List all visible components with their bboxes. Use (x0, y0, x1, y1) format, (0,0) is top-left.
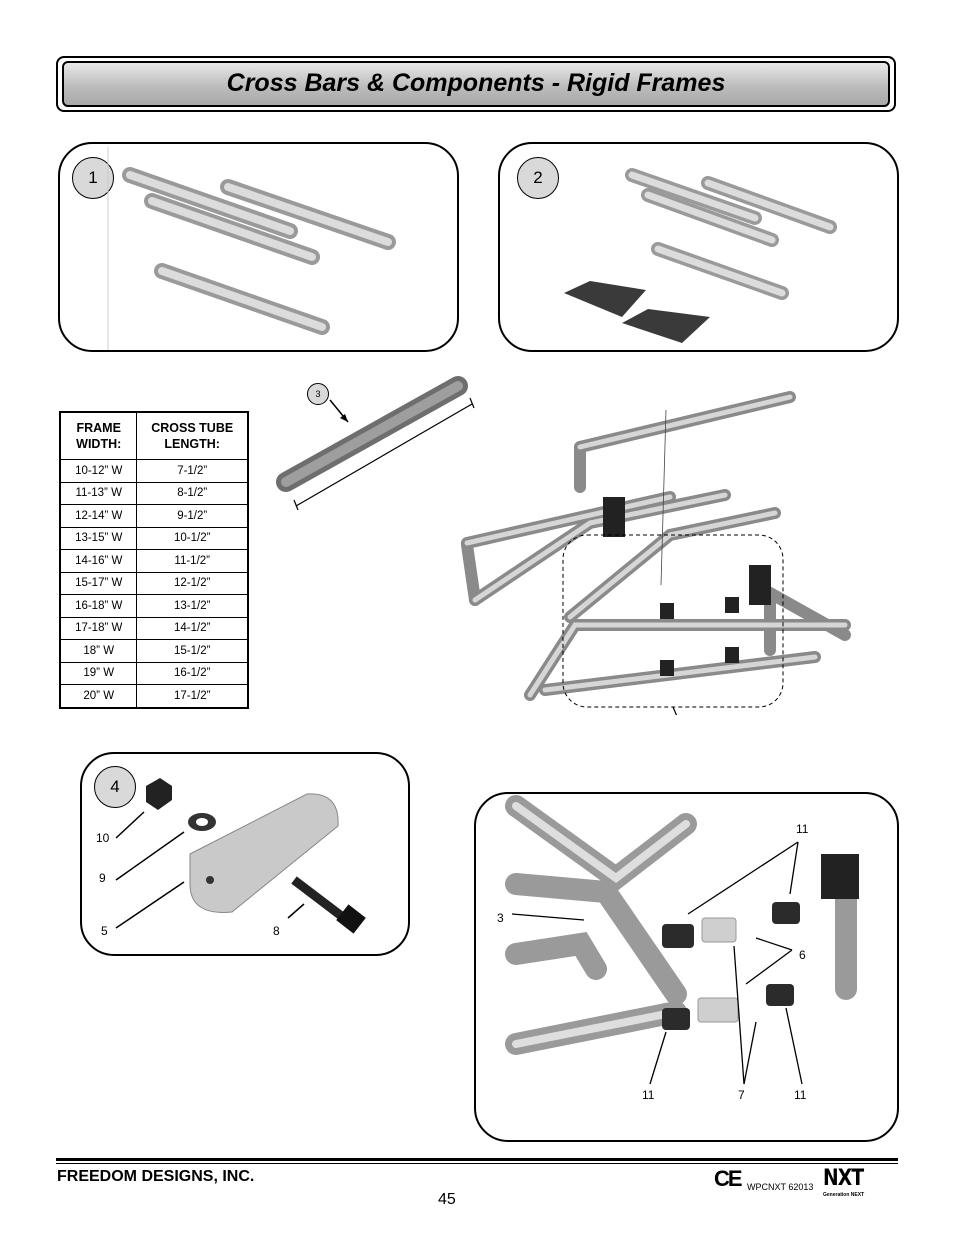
document-code: WPCNXT 62013 (747, 1182, 814, 1192)
page-title: Cross Bars & Components - Rigid Frames (226, 69, 726, 97)
cell-width: 17-18” W (59, 616, 138, 640)
label-washer: 9 (99, 871, 106, 885)
table-header-row: FRAME WIDTH: CROSS TUBE LENGTH: (59, 411, 249, 460)
cell-width: 19” W (59, 661, 138, 685)
cell-length: 9-1/2” (136, 504, 249, 528)
company-name: FREEDOM DESIGNS, INC. (57, 1168, 255, 1185)
cross-tube-length-illustration (276, 376, 475, 511)
cell-width: 18” W (59, 639, 138, 663)
rigid-frame-assembly-illustration (461, 391, 851, 715)
cell-width: 14-16” W (59, 549, 138, 573)
panel-2-badge: 2 (517, 157, 559, 199)
cell-width: 16-18” W (59, 594, 138, 618)
cell-length: 15-1/2” (136, 639, 249, 663)
hardware-kit-illustration (115, 778, 366, 934)
cell-width: 20” W (59, 684, 138, 708)
label-block: 5 (101, 924, 108, 938)
detail-label-insert-bottom-right: 11 (794, 1088, 807, 1102)
footer-rule-thin (56, 1163, 898, 1164)
cross-tube-length-table: FRAME WIDTH: CROSS TUBE LENGTH: 10-12” W… (59, 411, 249, 709)
page-number: 45 (438, 1191, 456, 1208)
detail-panel (474, 792, 899, 1142)
cell-length: 13-1/2” (136, 594, 249, 618)
cell-width: 10-12” W (59, 459, 138, 483)
ce-mark: CE (714, 1166, 743, 1191)
panel-1-badge: 1 (72, 157, 114, 199)
header-cross-tube-length: CROSS TUBE LENGTH: (136, 411, 249, 460)
cell-length: 8-1/2” (136, 481, 249, 505)
cell-length: 12-1/2” (136, 571, 249, 595)
cross-tubes-illustration-1 (107, 147, 396, 350)
label-nut: 10 (96, 831, 110, 845)
cell-width: 15-17” W (59, 571, 138, 595)
cell-width: 11-13” W (59, 481, 138, 505)
footer-rule (56, 1158, 898, 1161)
tube-callout-badge: 3 (307, 383, 329, 405)
cell-length: 14-1/2” (136, 616, 249, 640)
nxt-logo-tagline: Generation NEXT (823, 1192, 865, 1198)
header-frame-width: FRAME WIDTH: (59, 411, 138, 460)
cross-tubes-with-plates-illustration (564, 168, 837, 343)
detail-label-screws: 7 (738, 1088, 745, 1102)
cell-width: 13-15” W (59, 526, 138, 550)
cell-length: 7-1/2” (136, 459, 249, 483)
title-bar (62, 61, 890, 107)
label-screw: 8 (273, 924, 280, 938)
cell-length: 16-1/2” (136, 661, 249, 685)
panel-4-badge: 4 (94, 766, 136, 808)
detail-label-spacer: 6 (799, 948, 806, 962)
cell-length: 17-1/2” (136, 684, 249, 708)
detail-label-tube: 3 (497, 911, 504, 925)
detail-label-insert-top: 11 (796, 822, 809, 836)
cross-tube-detail-illustration (505, 795, 859, 1085)
cell-width: 12-14” W (59, 504, 138, 528)
cell-length: 11-1/2” (136, 549, 249, 573)
cell-length: 10-1/2” (136, 526, 249, 550)
nxt-logo: NXT (823, 1166, 864, 1191)
detail-label-insert-bottom-left: 11 (642, 1088, 655, 1102)
